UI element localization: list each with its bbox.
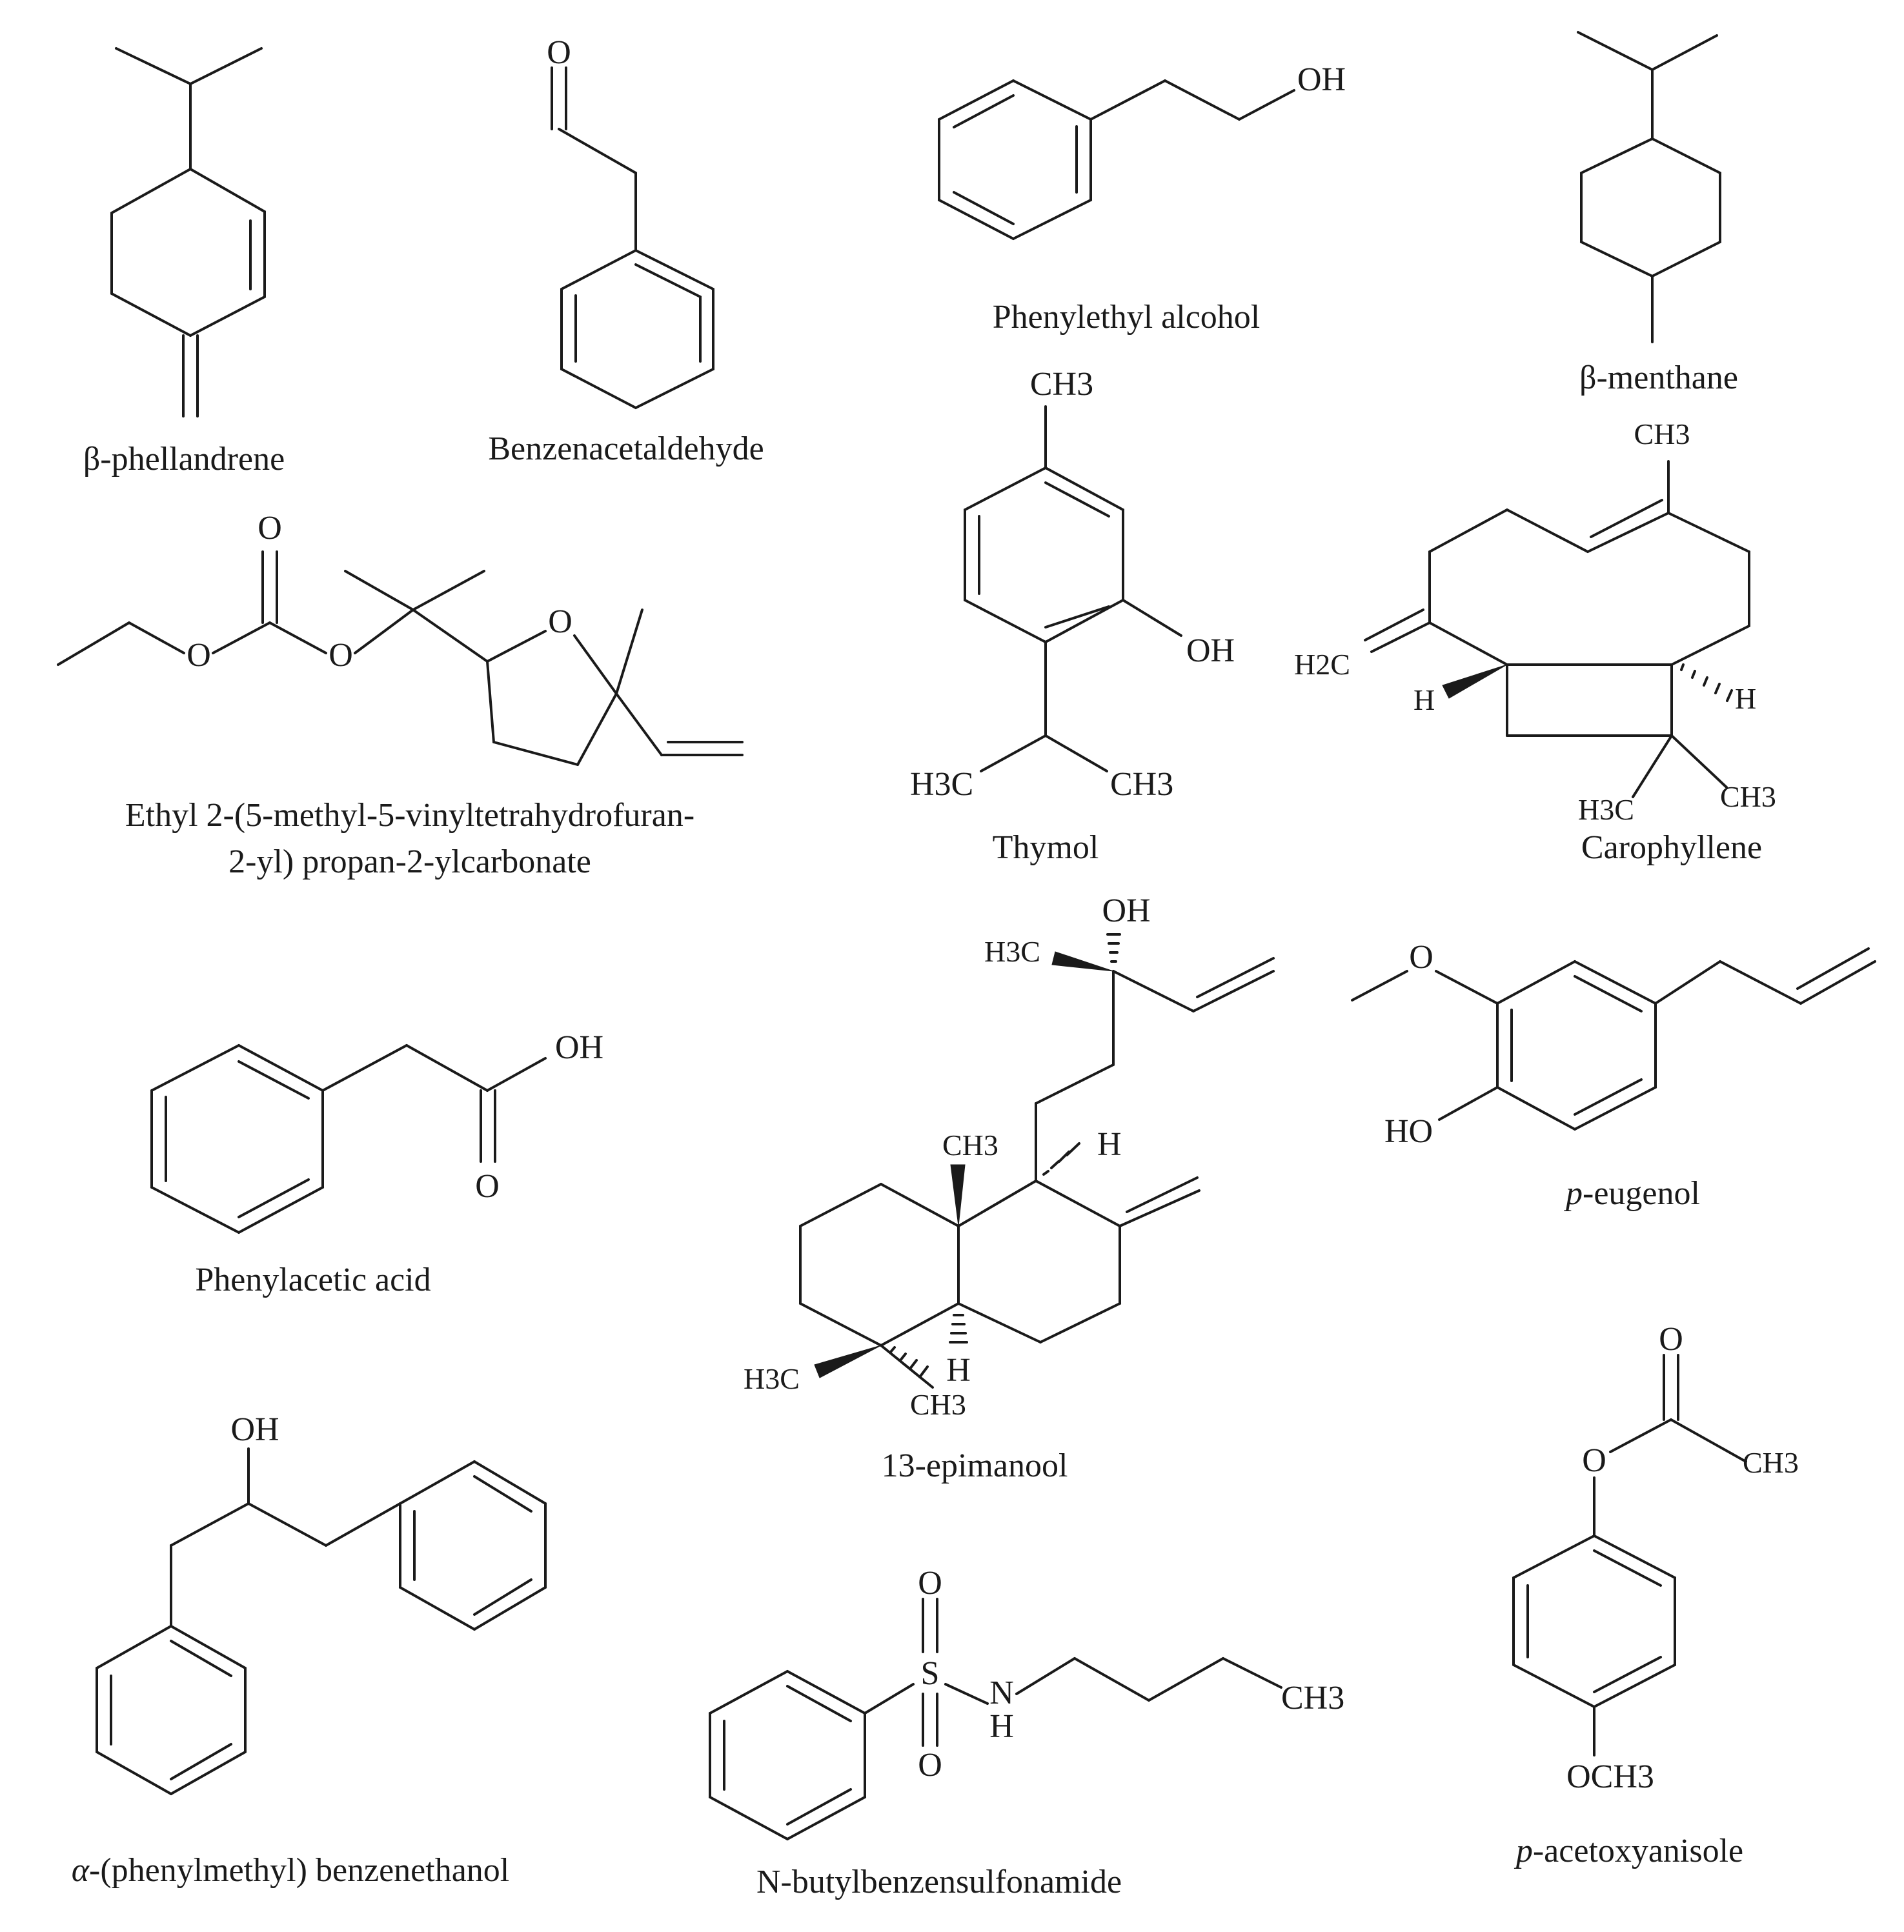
atom-label: H [1413, 683, 1435, 716]
structure-benzenacetaldehyde [551, 66, 714, 409]
structure-beta-menthane [1577, 31, 1721, 343]
structure-epimanool [799, 933, 1275, 1389]
atom-label: O [918, 1747, 942, 1784]
atom-label: H3C [910, 766, 973, 803]
compound-name: N-butylbenzensulfonamide [756, 1864, 1122, 1900]
structure-p-acetoxyanisole [1512, 1354, 1747, 1756]
compound-name: Benzenacetaldehyde [488, 430, 764, 467]
compound-name: β-phellandrene [83, 441, 285, 478]
atom-label: OCH3 [1566, 1758, 1654, 1795]
name-rest: -(phenylmethyl) benzenethanol [89, 1852, 509, 1889]
compound-name: Thymol [993, 829, 1099, 866]
compound-name: Phenylacetic acid [195, 1262, 430, 1298]
atom-label: OH [1297, 61, 1346, 98]
atom-label: O [1659, 1321, 1683, 1358]
atom-label: S [921, 1655, 940, 1692]
atom-label: O [475, 1168, 500, 1205]
atom-label: OH [1102, 892, 1150, 929]
compound-name-line2: 2-yl) propan-2-ylcarbonate [228, 843, 591, 880]
structure-n-butylbenzensulfonamide [709, 1598, 1282, 1840]
atom-label: H2C [1294, 648, 1350, 681]
compound-name: 13-epimanool [882, 1447, 1068, 1484]
name-prefix: p [1514, 1833, 1533, 1869]
name-prefix: α [72, 1852, 90, 1889]
atom-label: CH3 [910, 1388, 966, 1421]
compound-name: p-eugenol [1563, 1175, 1700, 1212]
atom-label: CH3 [1720, 780, 1776, 813]
structure-p-eugenol [1351, 947, 1876, 1131]
atom-label: OH [1186, 632, 1235, 669]
atom-label: HO [1384, 1113, 1433, 1150]
atom-label: H [946, 1352, 971, 1389]
structure-phenylacetic-acid [150, 1044, 547, 1234]
structure-beta-phellandrene [110, 47, 266, 418]
atom-label: CH3 [1110, 766, 1173, 803]
atom-label: O [329, 637, 353, 674]
structure-thymol [964, 405, 1182, 772]
compound-name: Carophyllene [1581, 829, 1762, 866]
atom-label: H3C [984, 935, 1040, 968]
name-rest: -acetoxyanisole [1533, 1833, 1743, 1869]
compound-name: α-(phenylmethyl) benzenethanol [72, 1852, 510, 1889]
compound-name: Phenylethyl alcohol [993, 299, 1260, 336]
atom-label: N [989, 1675, 1014, 1711]
atom-label: H3C [1578, 793, 1634, 826]
structure-alpha-phenylmethyl [96, 1447, 547, 1795]
atom-label: O [1409, 939, 1433, 976]
compound-name: Ethyl 2-(5-methyl-5-vinyltetrahydrofuran… [125, 797, 694, 834]
name-rest: -eugenol [1583, 1175, 1700, 1212]
atom-label: O [187, 637, 211, 674]
atom-label: OH [230, 1411, 279, 1448]
atom-label: O [258, 510, 282, 547]
atom-label: O [547, 34, 571, 71]
compound-name: β-menthane [1579, 359, 1738, 396]
atom-label: CH3 [942, 1129, 998, 1162]
atom-label: CH3 [1281, 1680, 1344, 1716]
atom-label: O [918, 1565, 942, 1602]
atom-label: CH3 [1743, 1446, 1799, 1479]
atom-label: H3C [744, 1362, 800, 1395]
atom-label: H [1735, 682, 1756, 715]
atom-label: H [1097, 1126, 1122, 1163]
structure-phenylethyl-alcohol [938, 79, 1295, 240]
structure-carophyllene [1364, 460, 1750, 798]
atom-label: OH [555, 1029, 603, 1066]
atom-label: CH3 [1634, 418, 1690, 450]
atom-label: H [989, 1708, 1014, 1745]
compound-name: p-acetoxyanisole [1514, 1833, 1743, 1869]
atom-label: O [548, 603, 572, 640]
structure-ethyl-carbonate [57, 550, 744, 766]
atom-label: CH3 [1030, 366, 1093, 403]
name-prefix: p [1563, 1175, 1583, 1212]
atom-label: O [1582, 1442, 1606, 1479]
